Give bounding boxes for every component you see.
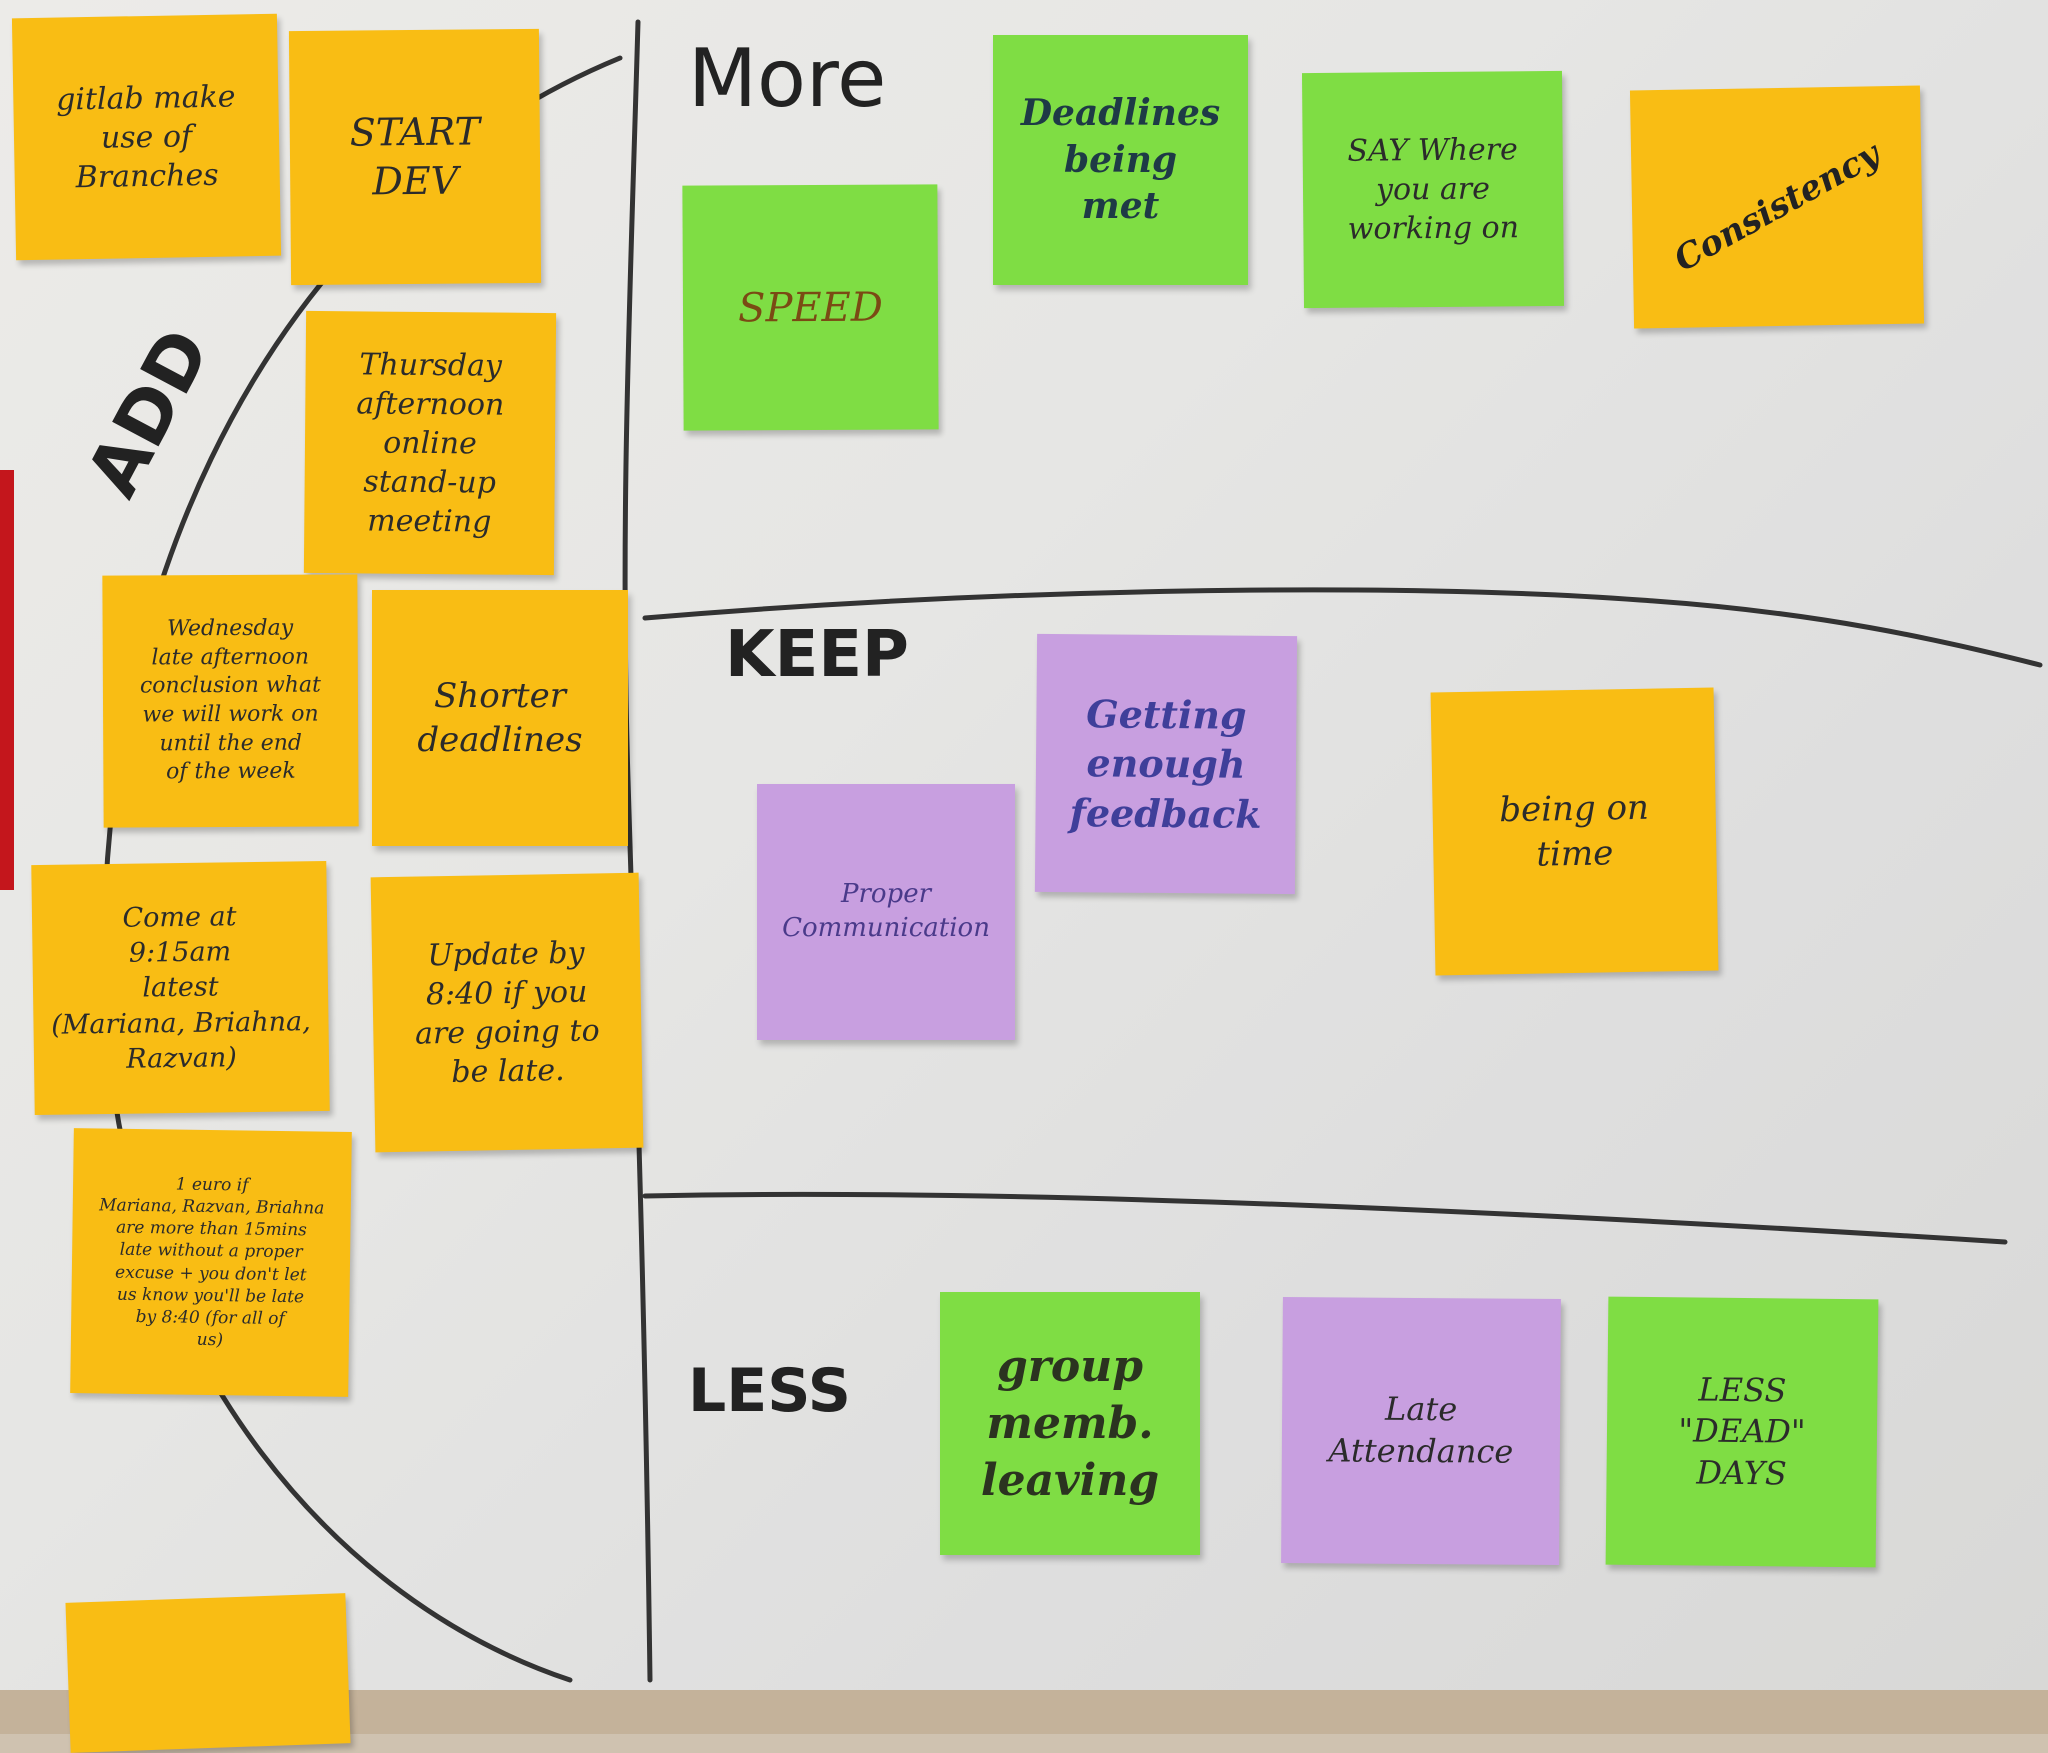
note-text: SAY Where you are working on (1347, 132, 1520, 247)
note-wednesday-conclusion[interactable]: Wednesday late afternoon conclusion what… (102, 574, 359, 828)
note-one-euro-rule[interactable]: 1 euro if Mariana, Razvan, Briahna are m… (70, 1128, 352, 1397)
note-less-dead-days[interactable]: LESS "DEAD" DAYS (1605, 1296, 1879, 1568)
note-getting-enough-feedback[interactable]: Getting enough feedback (1034, 633, 1298, 895)
note-start-dev[interactable]: START DEV (288, 28, 542, 286)
heading-less: LESS (688, 1356, 851, 1426)
note-text: gitlab make use of Branches (55, 78, 236, 195)
note-thursday-standup[interactable]: Thursday afternoon online stand-up meeti… (303, 310, 557, 576)
note-speed[interactable]: SPEED (682, 184, 939, 431)
note-text: LESS "DEAD" DAYS (1678, 1370, 1806, 1493)
vertical-divider-line (622, 19, 653, 1683)
note-text: Late Attendance (1328, 1390, 1514, 1471)
note-gitlab-branches[interactable]: gitlab make use of Branches (11, 13, 282, 261)
note-say-where-working[interactable]: SAY Where you are working on (1301, 70, 1565, 309)
note-consistency[interactable]: Consistency (1629, 85, 1925, 329)
note-text: Come at 9:15am latest (Mariana, Briahna,… (51, 901, 311, 1075)
note-text: Thursday afternoon online stand-up meeti… (356, 346, 505, 540)
heading-more: More (688, 32, 887, 125)
more-keep-divider-line (642, 587, 2043, 668)
note-text: 1 euro if Mariana, Razvan, Briahna are m… (99, 1174, 325, 1350)
note-text: Update by 8:40 if you are going to be la… (414, 935, 600, 1090)
note-being-on-time[interactable]: being on time (1430, 687, 1719, 976)
note-text: Shorter deadlines (417, 675, 583, 760)
note-text: Proper Communication (782, 879, 990, 943)
note-come-at-915[interactable]: Come at 9:15am latest (Mariana, Briahna,… (31, 860, 330, 1116)
note-text: group memb. leaving (980, 1340, 1160, 1507)
red-object-edge (0, 470, 14, 890)
note-group-members-leaving[interactable]: group memb. leaving (940, 1292, 1200, 1555)
note-proper-communication[interactable]: Proper Communication (757, 784, 1015, 1040)
note-text: Wednesday late afternoon conclusion what… (139, 615, 321, 785)
note-shorter-deadlines[interactable]: Shorter deadlines (372, 590, 628, 846)
note-partial-bottom[interactable] (65, 1593, 351, 1753)
note-text: START DEV (349, 109, 480, 204)
keep-less-divider-line (642, 1191, 2008, 1245)
note-text: being on time (1498, 788, 1650, 875)
note-text: Deadlines being met (1020, 91, 1221, 228)
heading-keep: KEEP (725, 618, 909, 692)
note-late-attendance[interactable]: Late Attendance (1281, 1297, 1561, 1565)
note-text: Getting enough feedback (1069, 691, 1262, 837)
note-text: SPEED (737, 284, 884, 331)
note-deadlines-being-met[interactable]: Deadlines being met (993, 35, 1248, 285)
note-text: Consistency (1667, 134, 1887, 280)
note-update-by-840[interactable]: Update by 8:40 if you are going to be la… (370, 872, 644, 1153)
